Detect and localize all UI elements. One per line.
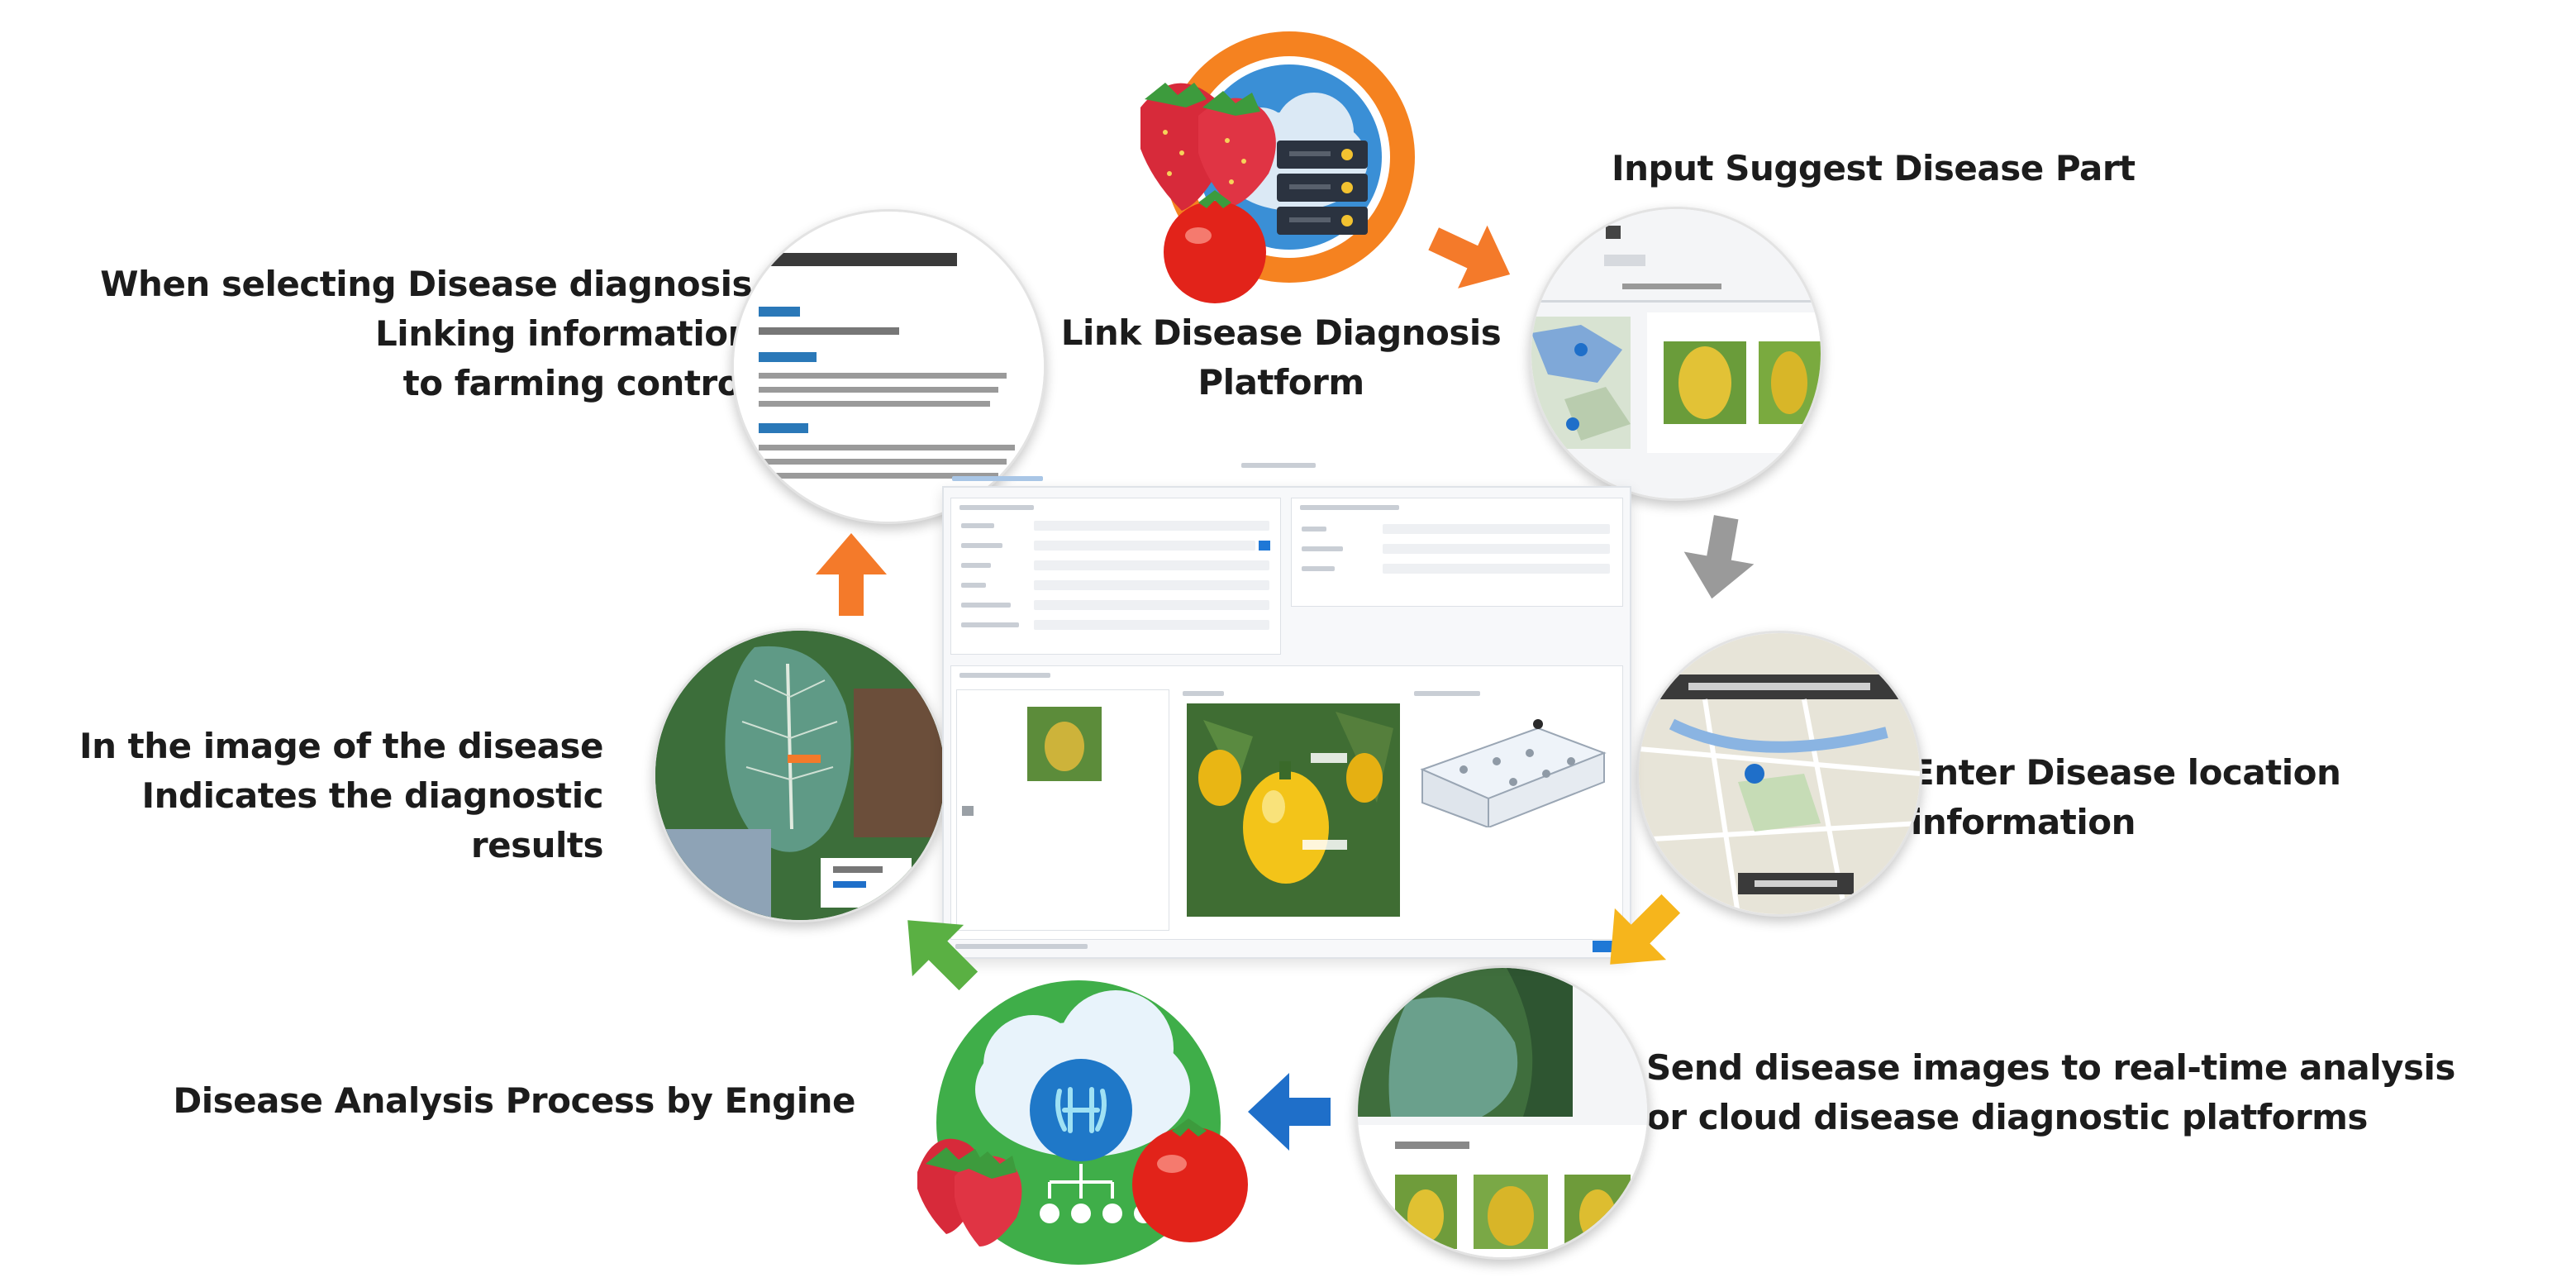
platform-screenshot bbox=[942, 463, 1631, 959]
flow-arrow-orange-up bbox=[806, 529, 897, 620]
input-part-screenshot bbox=[1529, 207, 1823, 501]
label-link-platform: Link Disease Diagnosis Platform bbox=[1060, 312, 1502, 403]
label-send-images: Send disease images to real-time analysi… bbox=[1646, 1047, 2455, 1137]
label-location-info: Enter Disease location information bbox=[1911, 752, 2341, 842]
flow-arrow-yellow-down bbox=[1591, 884, 1690, 984]
flow-arrow-orange-right bbox=[1421, 207, 1521, 306]
platform-icon bbox=[1107, 17, 1438, 314]
diagnostic-results-screenshot bbox=[653, 628, 947, 922]
farming-control-screenshot bbox=[731, 209, 1046, 524]
farm-info-card bbox=[950, 498, 1281, 655]
location-map-screenshot bbox=[1636, 631, 1922, 917]
flow-arrow-gray-down bbox=[1674, 512, 1764, 603]
flow-arrow-green-up bbox=[888, 901, 988, 1000]
label-engine-process: Disease Analysis Process by Engine bbox=[173, 1080, 855, 1121]
engine-icon bbox=[909, 965, 1256, 1280]
label-diagnostic-results: In the image of the disease Indicates th… bbox=[79, 726, 604, 865]
label-input-suggest: Input Suggest Disease Part bbox=[1612, 148, 2136, 188]
environment-card bbox=[1291, 498, 1623, 607]
label-farming-control: When selecting Disease diagnosis Linking… bbox=[100, 264, 752, 403]
image-diagnosis-card bbox=[950, 665, 1623, 940]
flow-arrow-blue-left bbox=[1244, 1066, 1335, 1157]
send-images-screenshot bbox=[1355, 965, 1650, 1260]
